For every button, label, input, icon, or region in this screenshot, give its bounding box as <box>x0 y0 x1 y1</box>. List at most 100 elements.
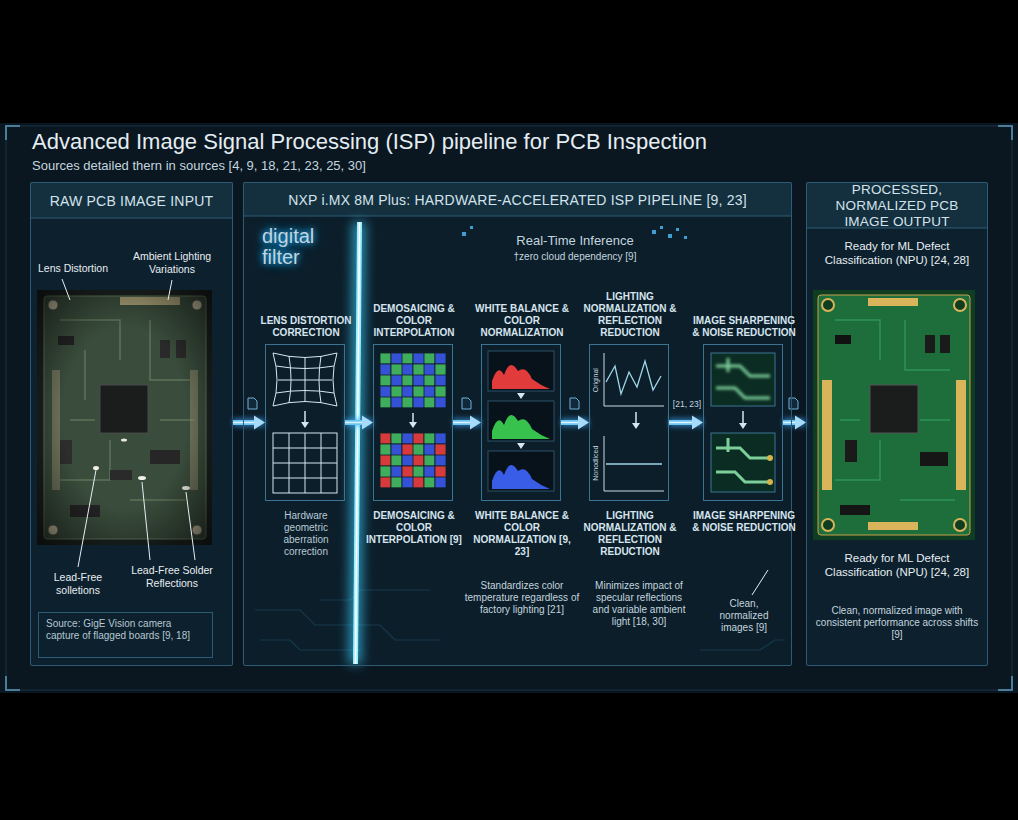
stage-note: Clean, normalized images [9] <box>708 598 780 634</box>
axis-label: Nonodliced <box>592 440 600 486</box>
panel-header: NXP i.MX 8M Plus: HARDWARE-ACCELERATED I… <box>244 183 791 217</box>
processed-pcb-photo <box>920 452 948 466</box>
leader-line <box>168 280 172 300</box>
light-beam <box>356 222 360 664</box>
down-arrow <box>632 423 640 429</box>
arrow-shaft <box>669 420 692 425</box>
pixel-dots <box>470 226 473 229</box>
pixel-dots <box>652 230 656 234</box>
stage-caption: LIGHTING NORMALIZATION & REFLECTION REDU… <box>577 510 683 558</box>
lens-grid <box>273 353 337 493</box>
processed-pcb-photo <box>813 290 975 540</box>
panel-grounds <box>243 182 792 216</box>
feature-label: Real-Time Inference <box>470 233 680 249</box>
down-arrow <box>412 413 414 423</box>
arrow-core <box>453 422 470 424</box>
output-note: Ready for ML Defect Classification (NPU)… <box>814 552 980 580</box>
process-stage: DEMOSAICING & COLOR INTERPOLATIONDEMOSAI… <box>373 344 453 501</box>
panel-grounds <box>30 218 233 219</box>
processed-pcb-photo <box>845 440 857 462</box>
leader-line <box>62 279 768 595</box>
lens-grid <box>273 433 337 493</box>
down-arrow <box>517 393 525 399</box>
stage-heading: LIGHTING NORMALIZATION & REFLECTION REDU… <box>577 291 683 339</box>
panel-header: RAW PCB IMAGE INPUT <box>31 183 232 219</box>
processed-pcb-photo <box>818 295 970 535</box>
down-arrow <box>409 422 417 428</box>
panel-grounds <box>806 182 988 666</box>
histogram <box>492 365 550 389</box>
raw-pcb-photo <box>37 290 212 545</box>
processed-pcb-photo <box>813 290 975 540</box>
circuit-trace-decoration <box>260 640 360 650</box>
leader-line <box>142 482 150 560</box>
light-beam <box>349 222 365 664</box>
process-stage: LIGHTING NORMALIZATION & REFLECTION REDU… <box>589 344 669 501</box>
panel-grounds <box>30 182 233 218</box>
document-icon <box>248 398 798 409</box>
arrow-shaft <box>453 420 470 425</box>
callout-label: Lead-Free Solder Reflections <box>120 564 224 589</box>
down-arrow <box>304 411 306 423</box>
trace-patch <box>767 479 773 485</box>
stage-caption: DEMOSAICING & COLOR INTERPOLATION [9] <box>361 510 467 546</box>
pixel-dots <box>684 236 687 239</box>
histogram <box>488 351 554 491</box>
panel-header: PROCESSED, NORMALIZED PCB IMAGE OUTPUT <box>807 183 987 229</box>
stage-heading: IMAGE SHARPENING & NOISE REDUCTION <box>691 315 797 339</box>
bayer-mosaic <box>380 353 446 408</box>
document-icon <box>462 398 471 409</box>
stage-heading: WHITE BALANCE & COLOR NORMALIZATION <box>469 303 575 339</box>
stage-heading: LENS DISTORTION CORRECTION <box>253 315 359 339</box>
arrow-head <box>578 416 589 430</box>
processed-pcb-photo <box>822 299 834 311</box>
processed-pcb-photo <box>840 505 870 515</box>
arrow-shaft <box>561 420 578 425</box>
lens-grid <box>273 353 337 406</box>
stage-heading: DEMOSAICING & COLOR INTERPOLATION <box>361 303 467 339</box>
light-beam <box>349 222 365 664</box>
leader-line <box>186 492 195 560</box>
trace-patch <box>716 438 770 482</box>
processed-pcb-photo <box>835 335 851 344</box>
arrow-head <box>692 416 703 430</box>
circuit-trace-decoration <box>255 610 440 640</box>
process-stage: IMAGE SHARPENING & NOISE REDUCTIONIMAGE … <box>703 344 783 501</box>
histogram <box>488 351 554 391</box>
citation-label: [21, 23] <box>670 399 704 409</box>
panel-grounds <box>30 182 233 666</box>
raw-pcb-photo <box>37 290 212 545</box>
raw-pcb-photo <box>37 290 212 545</box>
process-stage: LENS DISTORTION CORRECTIONHardware geome… <box>265 344 345 501</box>
panel-grounds <box>806 182 988 228</box>
bayer-mosaic <box>380 353 446 488</box>
arrow-shaft <box>783 420 795 425</box>
pixel-dots <box>462 232 466 236</box>
arrow-head <box>362 416 373 430</box>
panel-grounds <box>30 182 988 666</box>
subtitle: Sources detailed thern in sources [4, 9,… <box>32 158 652 174</box>
background <box>0 123 1018 693</box>
flow-arrow <box>233 416 265 430</box>
down-arrow <box>739 423 747 429</box>
flow-arrow <box>453 416 481 430</box>
document-icon <box>248 398 257 409</box>
processed-pcb-photo <box>870 385 918 433</box>
bayer-mosaic <box>380 433 446 488</box>
panel-grounds <box>243 182 792 666</box>
histogram <box>492 465 550 489</box>
circuit-trace-decoration <box>700 640 785 650</box>
histogram <box>488 451 554 491</box>
pixel-dots <box>668 234 672 238</box>
trace-patch <box>767 455 773 461</box>
leader-line <box>78 470 96 567</box>
flow-arrow <box>669 416 703 430</box>
diagram-title: Advanced Image Signal Processing (ISP) p… <box>32 129 707 155</box>
signal-graph <box>604 436 664 491</box>
circuit-trace-decoration <box>320 590 430 600</box>
signal-graph <box>604 353 664 491</box>
trace-patch <box>716 358 770 398</box>
output-note: Clean, normalized image with consistent … <box>814 605 980 641</box>
pixel-dots <box>660 226 663 229</box>
feature-note: †zero cloud dependency [9] <box>470 251 680 263</box>
